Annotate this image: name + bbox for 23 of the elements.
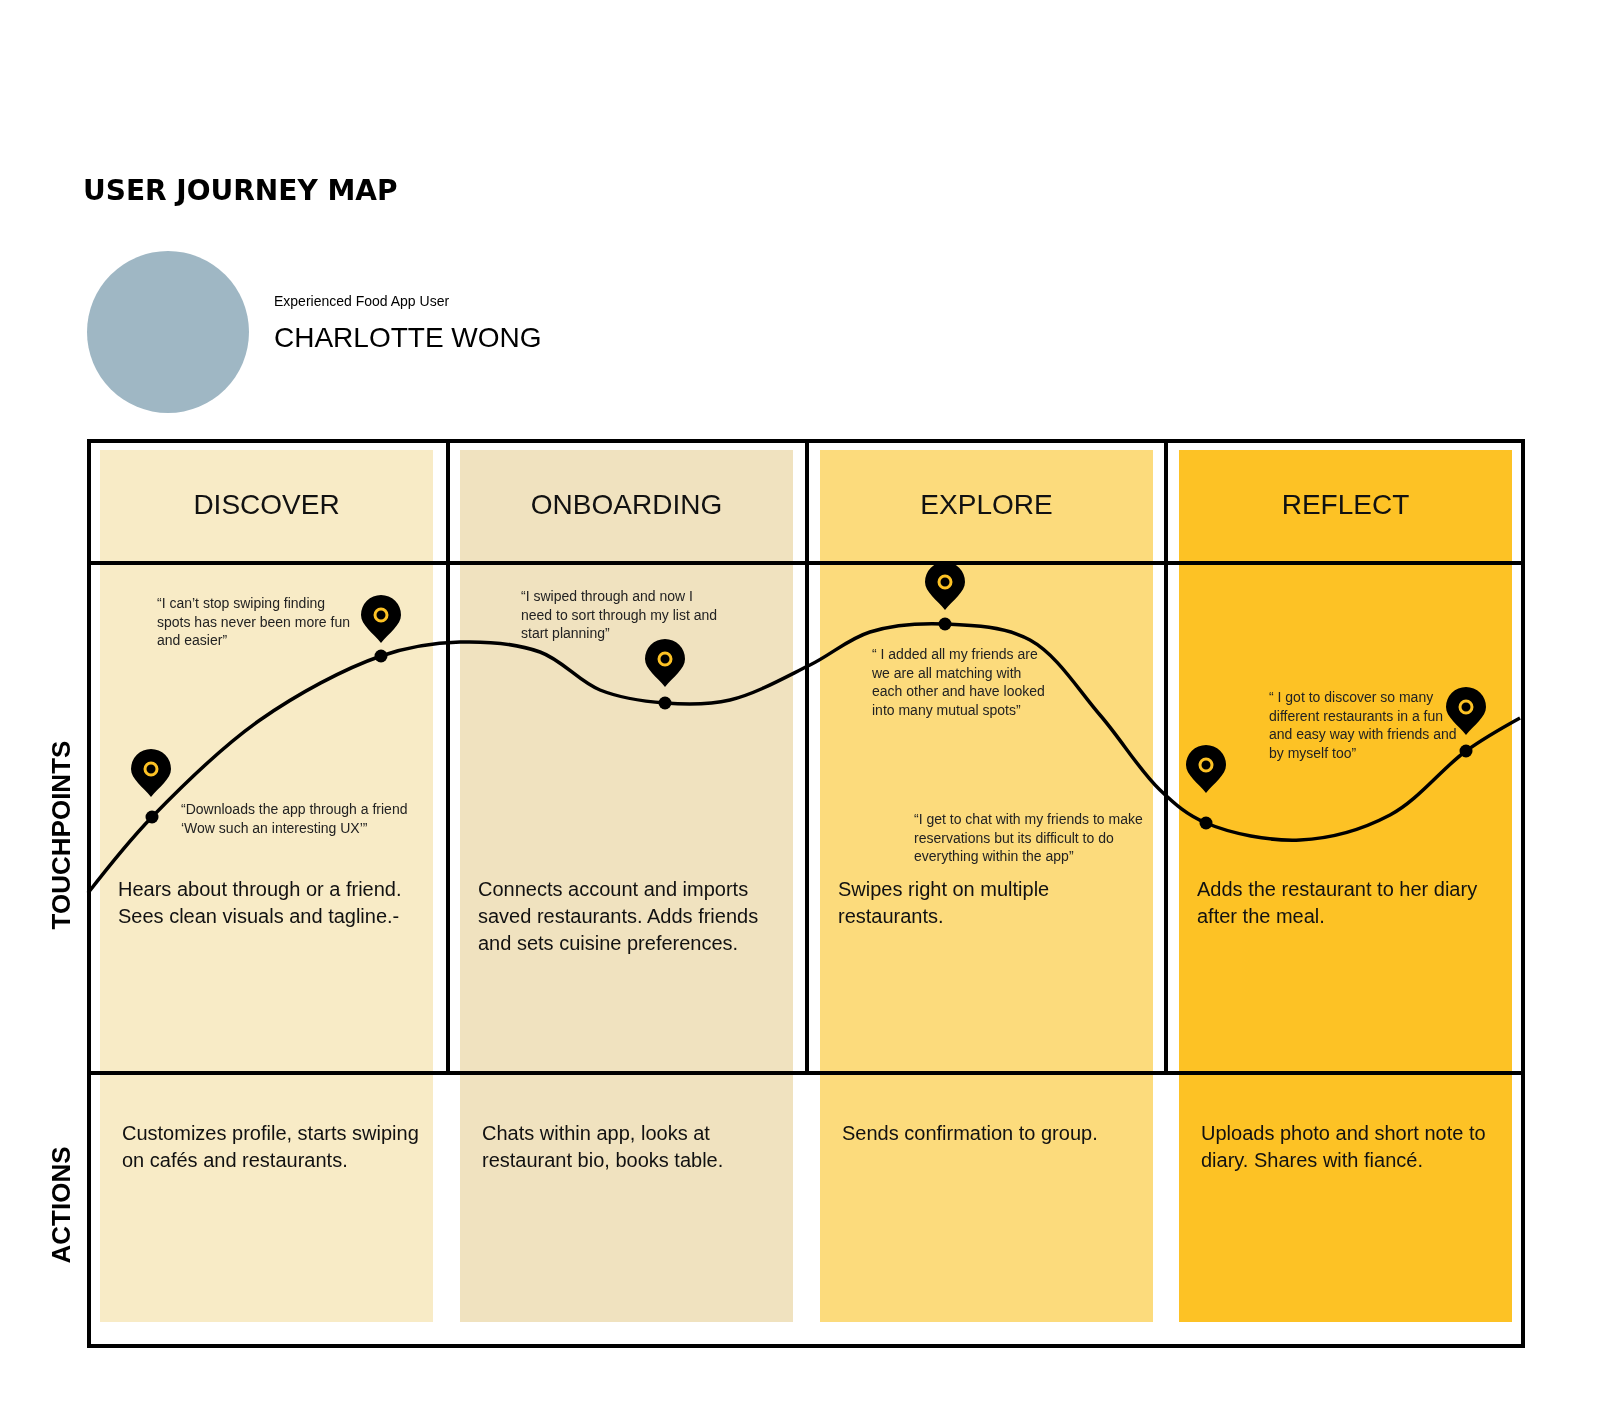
action-description: Customizes profile, starts swiping on cafés and restaurants. <box>122 1121 420 1173</box>
action-description: Chats within app, looks at restaurant bio, books table. <box>482 1121 725 1173</box>
user-quote: “I get to chat with my friends to make reservations but its difficult to do everything within the app” <box>914 810 1144 866</box>
touchpoint-description: Adds the restaurant to her diary after the meal. <box>1197 877 1479 929</box>
phase-header: EXPLORE <box>920 488 1053 521</box>
touchpoint-description: Swipes right on multiple restaurants. <box>838 877 1051 929</box>
phase-header: DISCOVER <box>193 488 340 521</box>
persona-name: CHARLOTTE WONG <box>274 322 543 354</box>
user-quote: “ I added all my friends are we are all matching with each other and have looked into many mutual spots” <box>872 645 1046 719</box>
touchpoint-description: Hears about through or a friend. Sees clean visuals and tagline.- <box>118 877 403 929</box>
phase-header: REFLECT <box>1281 488 1410 521</box>
user-quote: “I can’t stop swiping finding spots has never been more fun and easier” <box>157 594 351 650</box>
touchpoint-description: Connects account and imports saved restaurants. Adds friends and sets cuisine preferences. <box>478 877 760 956</box>
action-description: Sends confirmation to group. <box>842 1121 1099 1146</box>
phase-header: ONBOARDING <box>530 488 723 521</box>
page-title: USER JOURNEY MAP <box>83 174 398 207</box>
action-description: Uploads photo and short note to diary. Shares with fiancé. <box>1201 1121 1487 1173</box>
persona-role: Experienced Food App User <box>274 293 451 309</box>
user-quote: “ I got to discover so many different restaurants in a fun and easy way with friends and by myself too” <box>1269 688 1458 762</box>
row-heading: ACTIONS <box>45 1146 77 1264</box>
row-heading: TOUCHPOINTS <box>45 740 77 930</box>
user-quote: “I swiped through and now I need to sort through my list and start planning” <box>521 587 719 643</box>
user-quote: “Downloads the app through a friend ‘Wow such an interesting UX’” <box>181 800 409 837</box>
